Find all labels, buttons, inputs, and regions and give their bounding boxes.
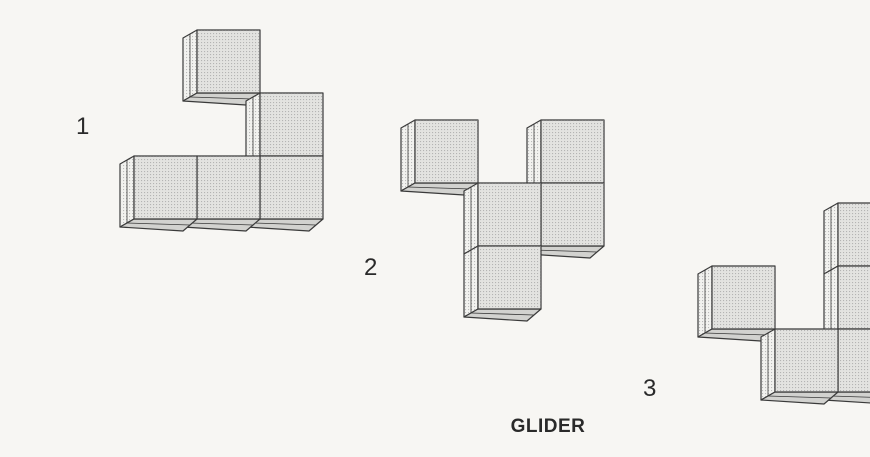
cube-edge xyxy=(704,332,769,336)
cube xyxy=(245,92,324,165)
figure-3 xyxy=(697,202,870,405)
cube xyxy=(245,155,324,232)
cube-front-face-texture xyxy=(478,246,541,309)
figure-1-label: 1 xyxy=(76,113,89,140)
cube-front-face-texture xyxy=(415,120,478,183)
figure-2-label: 2 xyxy=(364,254,377,281)
cube xyxy=(823,328,870,404)
cube-front-face-texture xyxy=(197,30,260,93)
cube-edge xyxy=(830,395,870,398)
cube-front-face-texture xyxy=(838,329,870,392)
figure-2 xyxy=(400,119,605,322)
cube-front-face-texture xyxy=(260,93,323,156)
cube xyxy=(463,245,542,322)
diagram-title: GLIDER xyxy=(511,416,586,437)
cube-edge xyxy=(533,249,598,253)
cube-front-face-texture xyxy=(838,203,870,266)
cube-front-face-texture xyxy=(838,266,870,329)
cube-front-face-texture xyxy=(775,329,838,392)
cube xyxy=(526,119,605,192)
cube-front-face-texture xyxy=(260,156,323,219)
cube xyxy=(182,155,261,232)
cube-edge xyxy=(126,222,191,226)
cube xyxy=(400,119,479,196)
cube-edge xyxy=(189,222,254,226)
cube xyxy=(823,265,870,338)
figure-3-label: 3 xyxy=(643,375,656,402)
cube-edge xyxy=(767,395,832,399)
cube-front-face-texture xyxy=(541,120,604,183)
cube-front-face-texture xyxy=(197,156,260,219)
cube xyxy=(526,182,605,259)
cube-edge xyxy=(252,222,317,226)
cube-front-face-texture xyxy=(134,156,197,219)
cube-front-face-texture xyxy=(541,183,604,246)
cube-front-face-texture xyxy=(478,183,541,246)
cube xyxy=(823,202,870,275)
cube-edge xyxy=(407,186,472,190)
cube xyxy=(697,265,776,342)
cube xyxy=(463,182,542,255)
cube-edge xyxy=(189,96,254,100)
cube xyxy=(760,328,839,405)
cube-front-face-texture xyxy=(712,266,775,329)
cube xyxy=(119,155,198,232)
figure-1 xyxy=(119,29,324,232)
cube xyxy=(182,29,261,106)
cube-edge xyxy=(470,312,535,316)
